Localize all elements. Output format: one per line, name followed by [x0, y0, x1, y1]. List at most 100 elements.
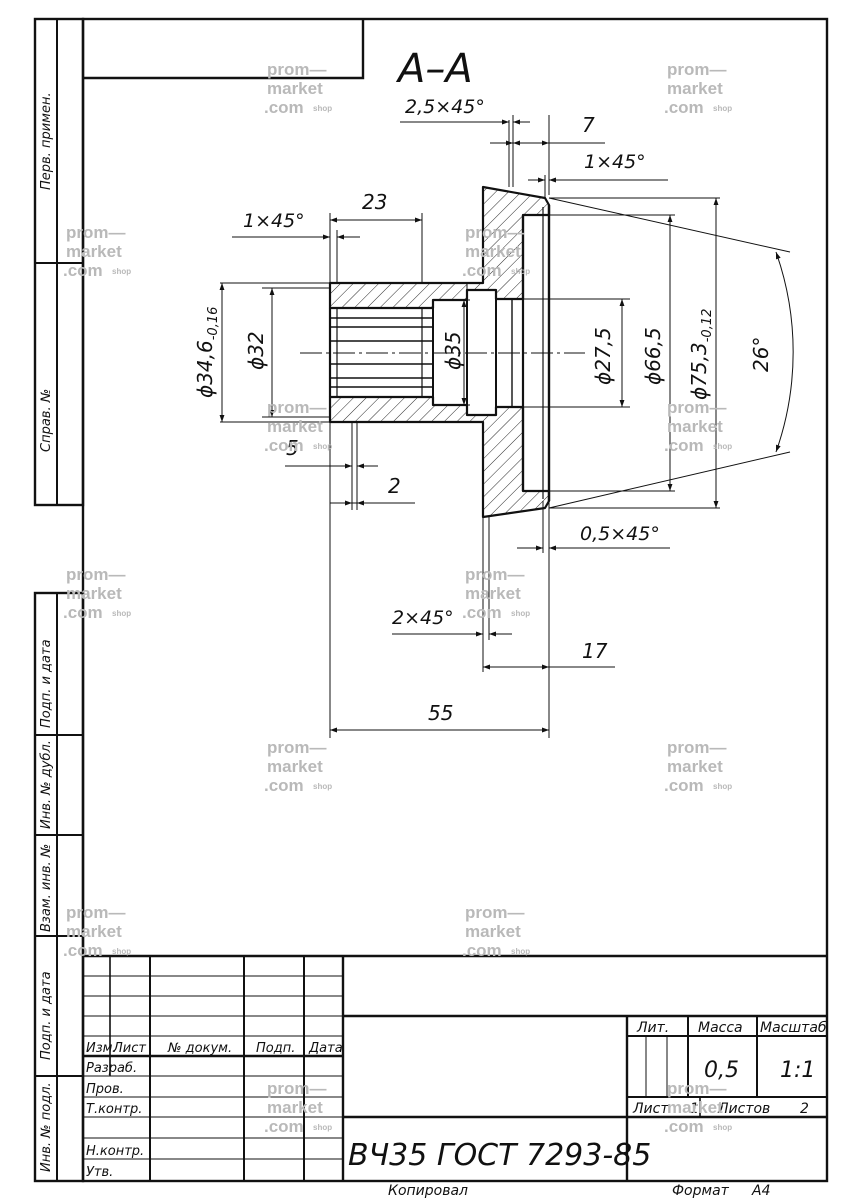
watermark-text: prom— — [667, 1079, 727, 1098]
dim-text-0-5x45: 0,5×45° — [580, 523, 660, 545]
watermark-text: prom— — [267, 60, 327, 79]
watermark-suffix: shop — [313, 1123, 332, 1132]
watermark-suffix: shop — [511, 947, 530, 956]
watermark-text: .com — [462, 261, 502, 280]
watermark-text: market — [66, 242, 122, 261]
watermark-text: .com — [664, 98, 704, 117]
footer-kopiroval: Копировал — [388, 1183, 468, 1199]
tb-col-izm: Изм. — [86, 1041, 117, 1056]
dimension-texts: А–А 2,5×45° 7 1×45° 1×45° 23 ϕ34,6-0,16 … — [193, 46, 773, 725]
watermark-text: market — [667, 757, 723, 776]
part-section — [300, 185, 585, 519]
watermark-logo: prom—market.com shop — [664, 398, 732, 455]
tb-masshtab: Масштаб — [760, 1020, 827, 1036]
watermark-text: market — [465, 242, 521, 261]
watermark-text: prom— — [667, 738, 727, 757]
watermark-text: market — [465, 922, 521, 941]
watermark-text: .com — [63, 261, 103, 280]
tb-col-data: Дата — [308, 1041, 343, 1056]
label-sprav-no: Справ. № — [39, 389, 54, 452]
footer-format-label: Формат — [672, 1183, 730, 1199]
watermark-suffix: shop — [112, 947, 131, 956]
title-block-texts: Изм. Лист № докум. Подп. Дата Разраб. Пр… — [86, 1020, 827, 1180]
watermark-suffix: shop — [713, 442, 732, 451]
watermark-text: market — [66, 584, 122, 603]
section-label: А–А — [395, 46, 473, 92]
watermark-suffix: shop — [713, 1123, 732, 1132]
watermark-text: market — [66, 922, 122, 941]
tb-utv: Утв. — [86, 1165, 113, 1180]
tb-col-podp: Подп. — [256, 1041, 295, 1056]
watermark-text: prom— — [66, 223, 126, 242]
tb-material: ВЧ35 ГОСТ 7293-85 — [348, 1138, 651, 1173]
side-stamp-labels: Перв. примен. Справ. № Подп. и дата Инв.… — [39, 92, 54, 1172]
watermark-text: market — [267, 417, 323, 436]
watermark-text: prom— — [667, 398, 727, 417]
tb-col-dokum: № докум. — [167, 1041, 232, 1056]
watermark-text: prom— — [267, 738, 327, 757]
watermark-text: .com — [264, 1117, 304, 1136]
watermark-suffix: shop — [313, 104, 332, 113]
watermark-logo: prom—market.com shop — [63, 903, 131, 960]
watermark-suffix: shop — [511, 609, 530, 618]
watermark-text: prom— — [465, 223, 525, 242]
watermark-text: prom— — [267, 398, 327, 417]
watermark-text: market — [267, 79, 323, 98]
dim-text-75-3: ϕ75,3-0,12 — [687, 309, 715, 400]
watermark-text: .com — [63, 941, 103, 960]
watermark-text: market — [267, 757, 323, 776]
watermark-text: market — [667, 79, 723, 98]
watermark-suffix: shop — [713, 782, 732, 791]
watermark-text: market — [667, 417, 723, 436]
label-inv-podl: Инв. № подл. — [39, 1082, 54, 1172]
watermark-text: prom— — [465, 903, 525, 922]
tb-scale-value: 1:1 — [780, 1058, 815, 1083]
watermark-suffix: shop — [112, 267, 131, 276]
tb-sheets-value: 2 — [800, 1101, 809, 1117]
label-vzam-inv: Взам. инв. № — [39, 844, 54, 932]
watermark-text: .com — [63, 603, 103, 622]
watermark-logo: prom—market.com shop — [664, 738, 732, 795]
watermark-text: prom— — [66, 565, 126, 584]
watermark-text: prom— — [66, 903, 126, 922]
dim-text-2: 2 — [388, 474, 401, 498]
dim-text-32: ϕ32 — [244, 331, 268, 370]
dim-text-34-6: ϕ34,6-0,16 — [193, 307, 221, 398]
dim-text-26: 26° — [749, 337, 773, 372]
tb-tkontr: Т.контр. — [86, 1102, 142, 1117]
watermark-text: market — [465, 584, 521, 603]
watermark-text: market — [267, 1098, 323, 1117]
sheet-footer: Копировал Формат А4 — [388, 1183, 770, 1199]
tb-massa: Масса — [698, 1020, 743, 1036]
watermark-suffix: shop — [112, 609, 131, 618]
watermark-text: .com — [462, 941, 502, 960]
dim-text-17: 17 — [582, 639, 608, 663]
label-podp-data-2: Подп. и дата — [39, 971, 54, 1060]
dim-text-7: 7 — [582, 113, 595, 137]
tb-nkontr: Н.контр. — [86, 1144, 144, 1159]
tb-prov: Пров. — [86, 1082, 124, 1097]
section-hatch-lower — [328, 395, 551, 519]
watermark-text: .com — [264, 98, 304, 117]
watermark-text: market — [667, 1098, 723, 1117]
tb-razrab: Разраб. — [86, 1061, 137, 1076]
watermark-logo: prom—market.com shop — [462, 903, 530, 960]
watermark-text: .com — [664, 776, 704, 795]
dim-text-1x45-shaft: 1×45° — [243, 210, 305, 232]
watermark-suffix: shop — [313, 782, 332, 791]
spline-bore — [328, 205, 551, 501]
dimension-lines — [219, 115, 794, 738]
tb-mass-value: 0,5 — [704, 1058, 739, 1083]
watermark-logo: prom—market.com shop — [63, 565, 131, 622]
watermark-suffix: shop — [313, 442, 332, 451]
label-perv-primen: Перв. примен. — [39, 92, 54, 190]
label-inv-dubl: Инв. № дубл. — [39, 740, 54, 829]
dim-text-23: 23 — [362, 190, 387, 214]
dim-text-1x45-flange: 1×45° — [584, 151, 646, 173]
watermark-text: .com — [664, 436, 704, 455]
